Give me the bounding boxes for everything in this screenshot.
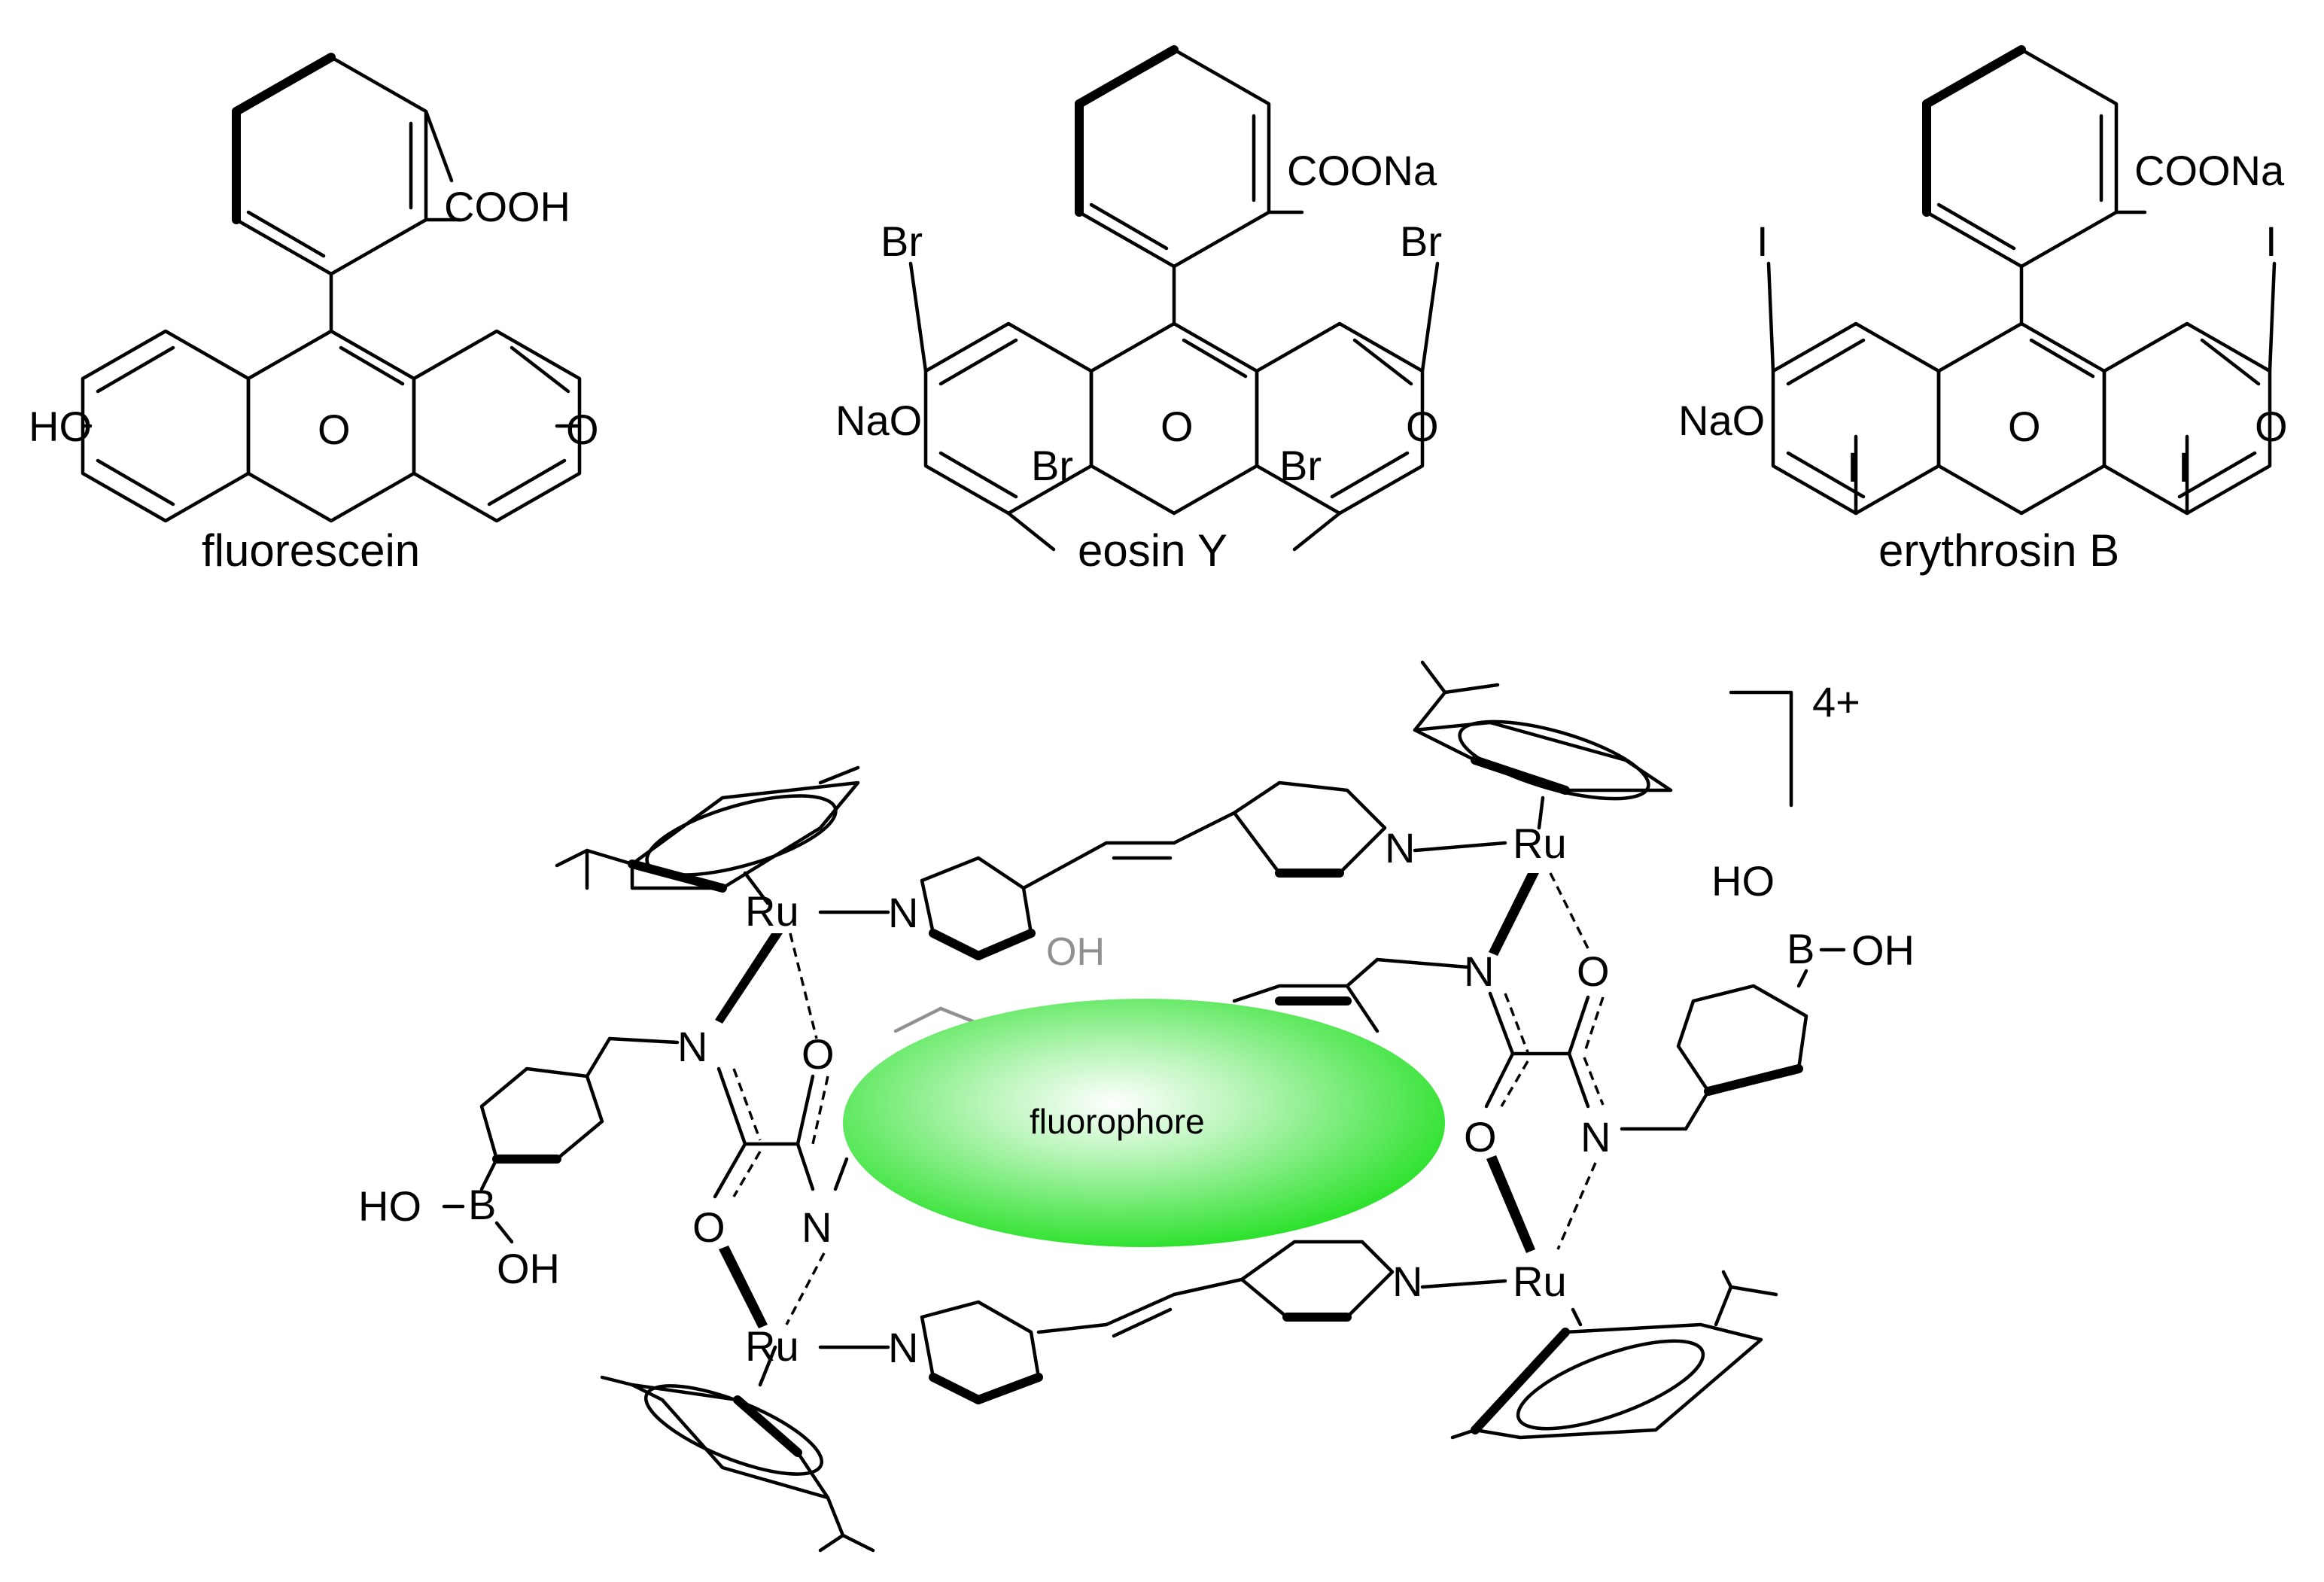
oxamide-n-right-bottom: N [1580,1113,1611,1161]
boronic-oh-right: OH [1851,926,1915,974]
oxamide-o-left-bottom: O [692,1203,725,1251]
oxamide-n-left-top: N [677,1023,707,1070]
fluorescein-hydroxyl-label: HO [29,403,92,450]
ru-top-left: Ru [745,887,799,935]
erythrosin-alkoxide-label: NaO [1678,397,1765,444]
cage-charge: 4+ [1812,678,1860,726]
pyridine-n-bottom-right: N [1392,1258,1422,1305]
erythrosin-ring-oxygen: O [2008,403,2041,450]
rear-boronic-oh-label: OH [1046,930,1105,974]
cymene-bottom-right [1450,1270,1778,1440]
boron-right: B [1787,925,1814,972]
erythrosin-carboxyl-label: COONa [2134,147,2285,194]
ru-top-right: Ru [1513,820,1567,867]
eosin-br-bottom-right: Br [1279,442,1322,489]
fluorescein-ring-oxygen: O [318,406,351,453]
pyridine-n-bottom-left: N [888,1324,918,1371]
eosin-ring-oxygen: O [1160,403,1194,450]
eosin-br-bottom-left: Br [1031,442,1073,489]
fluorescein-structure: COOH HO O O fluorescein [29,53,599,576]
boronic-ho-left: HO [358,1182,421,1230]
erythrosin-i-bottom-right: I [2178,443,2190,491]
erythrosin-i-top-right: I [2265,218,2277,265]
cymene-top-right [1413,660,1673,830]
eosin-br-top-left: Br [881,218,923,265]
eosin-y-structure: COONa NaO O O Br Br Br Br eosin Y [835,45,1442,576]
pyridine-n-top-right: N [1385,824,1415,872]
erythrosin-carbonyl-oxygen: O [2255,403,2288,450]
boron-left: B [468,1181,496,1228]
boronic-ho-right: HO [1711,857,1775,905]
erythrosin-i-top-left: I [1757,218,1769,265]
oxamide-o-left-top: O [802,1030,835,1078]
eosin-br-top-right: Br [1400,218,1442,265]
erythrosin-b-structure: COONa NaO O O I I I I erythrosin B [1678,45,2288,576]
cymene-top-left [555,765,860,905]
oxamide-o-right-bottom: O [1464,1113,1497,1161]
cymene-bottom-left [600,1345,875,1553]
boronic-oh-left: OH [497,1245,560,1292]
ruthenium-cage-structure: 4+ [358,660,1915,1553]
erythrosin-i-bottom-left: I [1847,443,1859,491]
fluorescein-caption: fluorescein [202,525,420,576]
pyridine-n-top-left: N [888,889,918,936]
eosin-alkoxide-label: NaO [835,397,922,444]
fluorescein-carboxyl-label: COOH [444,183,570,230]
ru-bottom-left: Ru [745,1322,799,1370]
oxamide-n-right-top: N [1464,948,1494,995]
oxamide-n-left-bottom: N [802,1203,832,1251]
ru-bottom-right: Ru [1513,1258,1567,1305]
fluorophore-guest [843,999,1445,1247]
oxamide-o-right-top: O [1577,948,1610,995]
erythrosin-caption: erythrosin B [1878,525,2119,576]
fluorophore-label: fluorophore [1030,1102,1205,1141]
fluorescein-carbonyl-oxygen: O [566,406,599,453]
eosin-carbonyl-oxygen: O [1406,403,1439,450]
eosin-caption: eosin Y [1078,525,1227,576]
eosin-carboxyl-label: COONa [1287,147,1437,194]
